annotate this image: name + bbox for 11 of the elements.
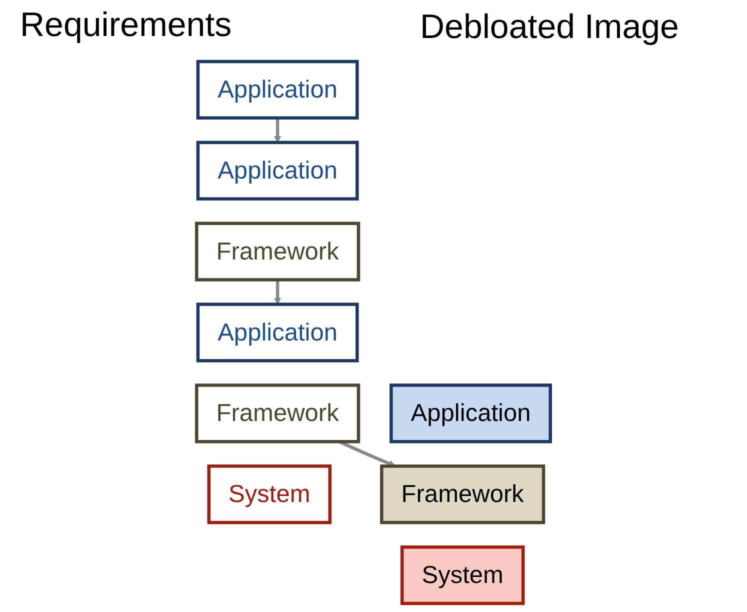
layer-box: Framework xyxy=(195,222,360,282)
layer-box: Application xyxy=(196,140,359,200)
layer-box: Framework xyxy=(195,384,360,444)
layer-box: Framework xyxy=(380,464,546,524)
layer-box: Application xyxy=(390,384,552,444)
heading: Requirements xyxy=(20,6,232,45)
image-heading: Debloated Image xyxy=(420,8,679,47)
layer-box: Application xyxy=(196,302,359,362)
layer-box: System xyxy=(400,545,525,606)
layer-box: Application xyxy=(196,60,359,120)
layer-box: System xyxy=(207,464,332,524)
